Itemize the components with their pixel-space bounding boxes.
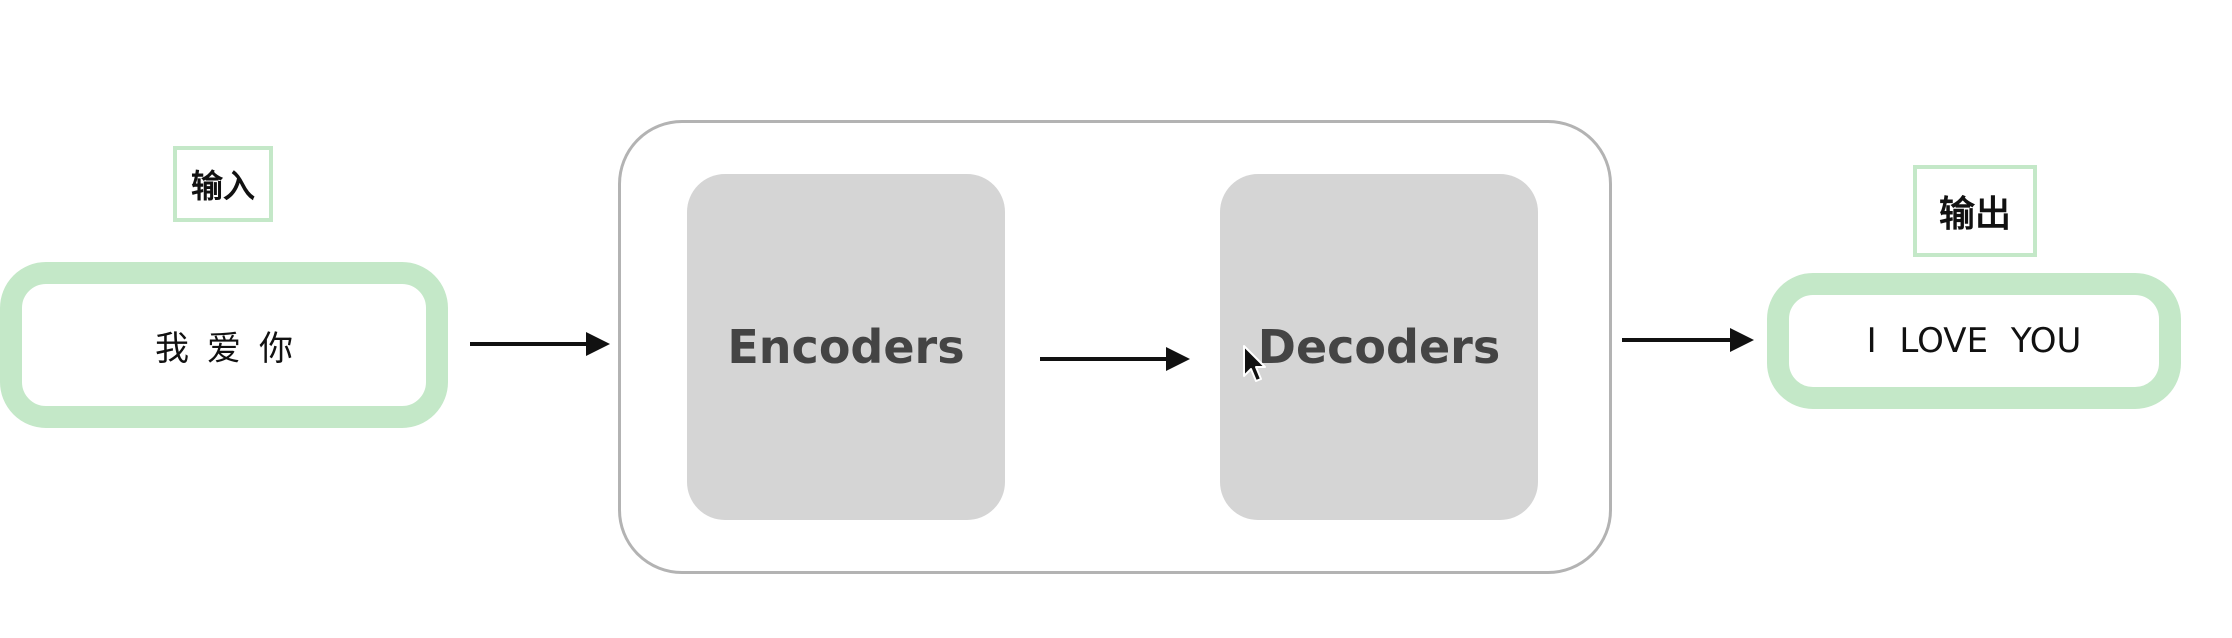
input-box: 我爱你 <box>0 262 448 428</box>
arrow-encoders-to-decoders <box>1040 347 1190 371</box>
arrow-decoders-to-output <box>1622 328 1754 352</box>
arrow-input-to-encoders <box>470 332 610 356</box>
encoders-label: Encoders <box>727 320 965 374</box>
encoders-block: Encoders <box>687 174 1005 520</box>
output-text: I LOVE YOU <box>1866 321 2082 361</box>
decoders-label: Decoders <box>1257 320 1501 374</box>
output-box: I LOVE YOU <box>1767 273 2181 409</box>
decoders-block: Decoders <box>1220 174 1538 520</box>
mouse-pointer-icon <box>1243 345 1266 382</box>
input-text: 我爱你 <box>155 328 311 369</box>
output-label: 输出 <box>1913 165 2037 257</box>
input-label: 输入 <box>173 146 273 222</box>
